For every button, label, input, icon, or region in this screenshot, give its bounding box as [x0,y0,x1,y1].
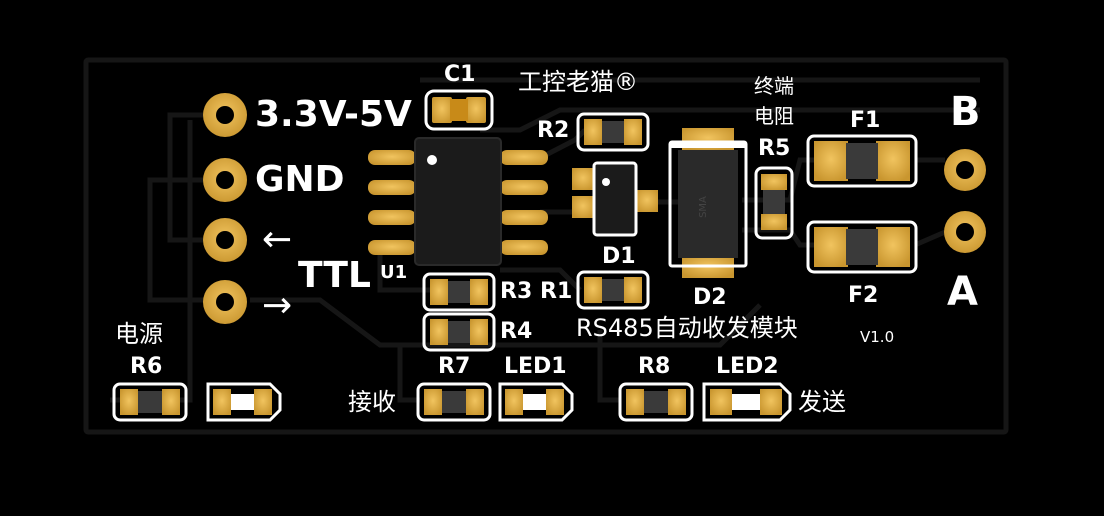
module-title: RS485自动收发模块 [576,314,798,342]
ic-u1 [368,137,548,266]
led2-designator: LED2 [716,354,779,379]
r7-designator: R7 [438,354,471,379]
terminal-a-label: A [947,269,978,315]
version-label: V1.0 [860,328,895,346]
resistor-r4 [422,312,496,352]
capacitor-c1 [424,89,494,131]
resistor-r6 [112,382,188,422]
r3-designator: R3 [500,279,533,304]
terminal-b-label: B [950,89,981,135]
vcc-label: 3.3V-5V [255,94,412,135]
header-pin-4[interactable] [203,280,247,324]
header-pin-2[interactable] [203,158,247,202]
arrow-in-icon: ← [262,219,293,260]
led1-designator: LED1 [504,354,567,379]
resistor-r1 [576,270,650,310]
r8-designator: R8 [638,354,671,379]
d2-designator: D2 [693,285,727,310]
d1-designator: D1 [602,244,636,269]
fuse-f1 [806,134,918,188]
arrow-out-icon: → [262,285,293,326]
power-label: 电源 [115,320,163,348]
r4-designator: R4 [500,319,533,344]
r1-designator: R1 [540,279,573,304]
led-led1 [498,382,574,422]
gnd-label: GND [255,159,345,200]
r6-designator: R6 [130,354,163,379]
receive-label: 接收 [348,388,396,416]
r5-designator: R5 [758,136,791,161]
led-power [206,382,282,422]
send-label: 发送 [798,388,846,416]
terminal-b-pad[interactable] [944,149,986,191]
resistor-r3 [422,272,496,312]
diode-d1 [572,161,658,237]
resistor-r5 [754,166,794,240]
f1-designator: F1 [850,108,881,133]
resistor-r7 [416,382,492,422]
fuse-f2 [806,220,918,274]
led-led2 [702,382,792,422]
resistor-r8 [618,382,694,422]
terminal-a-pad[interactable] [944,211,986,253]
c1-designator: C1 [444,62,476,87]
diode-d2 [668,128,748,278]
header-pin-1[interactable] [203,93,247,137]
r2-designator: R2 [537,118,570,143]
termination-label-line2: 电阻 [754,104,794,128]
f2-designator: F2 [848,283,879,308]
resistor-r2 [576,112,650,152]
header-pin-3[interactable] [203,218,247,262]
u1-designator: U1 [380,262,408,283]
brand-label: 工控老猫® [518,68,638,96]
ttl-label: TTL [298,255,371,296]
d2-body-marking: SMA [697,196,709,218]
termination-label-line1: 终端 [754,74,794,98]
